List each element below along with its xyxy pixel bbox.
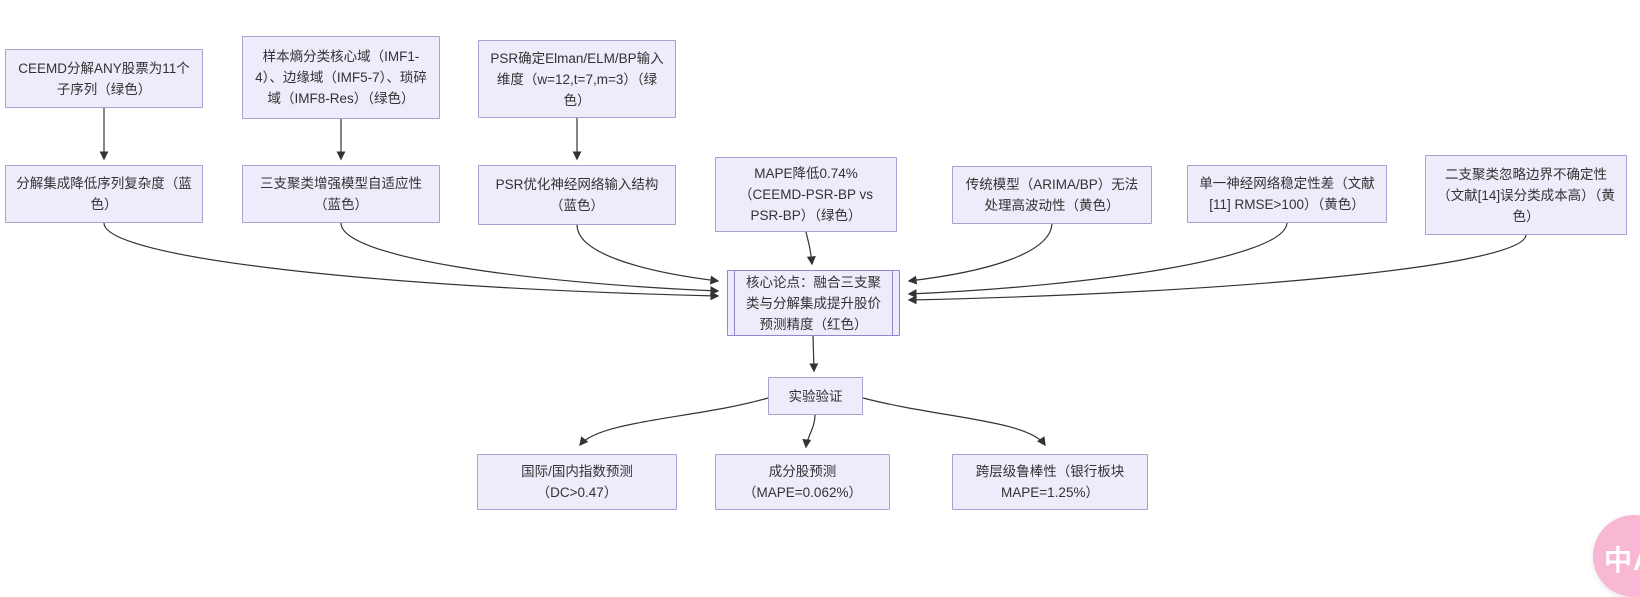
- node-psr-optimization: PSR优化神经网络输入结构（蓝色）: [478, 165, 676, 225]
- node-single-network-instability: 单一神经网络稳定性差（文献[11] RMSE>100）（黄色）: [1187, 165, 1387, 223]
- node-core-thesis: 核心论点：融合三支聚类与分解集成提升股价预测精度（红色）: [727, 270, 900, 336]
- node-psr-input-dimension: PSR确定Elman/ELM/BP输入维度（w=12,t=7,m=3）（绿色）: [478, 40, 676, 118]
- node-ceemd-decompose: CEEMD分解ANY股票为11个子序列（绿色）: [5, 49, 203, 108]
- edge-decomp-core: [103, 222, 720, 301]
- edge-mape-core: [805, 231, 816, 266]
- diagram-canvas: CEEMD分解ANY股票为11个子序列（绿色） 样本熵分类核心域（IMF1-4）…: [5, 36, 1640, 597]
- node-cross-level-robustness: 跨层级鲁棒性（银行板块MAPE=1.25%）: [952, 454, 1148, 510]
- edge-threeway-core: [340, 222, 720, 296]
- node-constituent-prediction: 成分股预测（MAPE=0.062%）: [715, 454, 890, 510]
- edge-exp-idx: [579, 397, 769, 447]
- node-sample-entropy: 样本熵分类核心域（IMF1-4）、边缘域（IMF5-7）、琐碎域（IMF8-Re…: [242, 36, 440, 119]
- edge-twoway-core: [907, 234, 1527, 305]
- translate-icon: 中A: [1604, 545, 1640, 576]
- edge-trad-core: [907, 223, 1053, 285]
- edge-core-exp: [809, 335, 819, 373]
- node-mape-reduction: MAPE降低0.74%（CEEMD-PSR-BP vs PSR-BP）（绿色）: [715, 157, 897, 232]
- node-traditional-models: 传统模型（ARIMA/BP）无法处理高波动性（黄色）: [952, 166, 1152, 224]
- node-index-prediction: 国际/国内指数预测（DC>0.47）: [477, 454, 677, 510]
- node-decomposition-benefit: 分解集成降低序列复杂度（蓝色）: [5, 165, 203, 223]
- node-threeway-clustering: 三支聚类增强模型自适应性（蓝色）: [242, 165, 440, 223]
- node-experimental-validation: 实验验证: [768, 377, 863, 415]
- edge-psropt-core: [576, 224, 720, 285]
- edge-exp-stock: [802, 414, 816, 449]
- translate-button[interactable]: 中A: [1593, 515, 1640, 597]
- node-twoway-clustering-limits: 二支聚类忽略边界不确定性（文献[14]误分类成本高）（黄色）: [1425, 155, 1627, 235]
- edge-single-core: [907, 222, 1288, 299]
- edge-exp-robust: [862, 397, 1046, 447]
